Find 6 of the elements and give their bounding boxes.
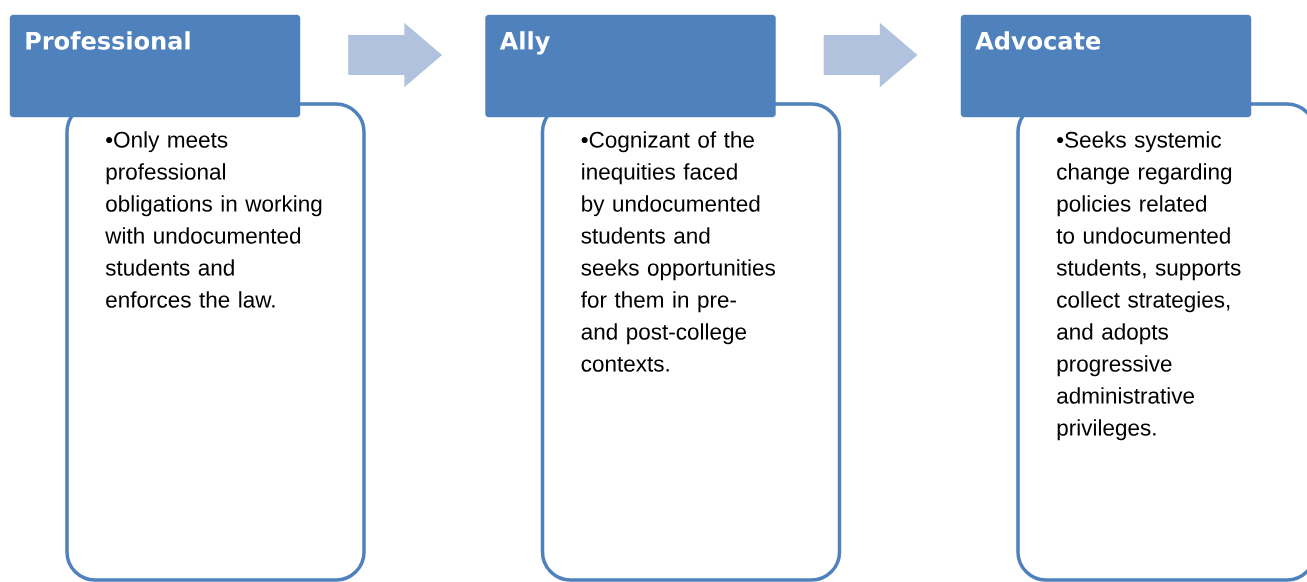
stage-header: Professional: [9, 14, 301, 118]
description-box: •Seeks systemic change regarding policies related to undocumented students, supports collect strategies, and adopts progressive administrative privileges.: [1016, 102, 1307, 582]
description-box: •Only meets professional obligations in working with undocumented students and enforces the law.: [65, 102, 366, 582]
stage-header: Advocate: [960, 14, 1252, 118]
description-box: •Cognizant of the inequities faced by undocumented students and seeks opportunities for them in pre- and post-college contexts.: [540, 102, 842, 582]
stage-header: Ally: [485, 14, 776, 118]
